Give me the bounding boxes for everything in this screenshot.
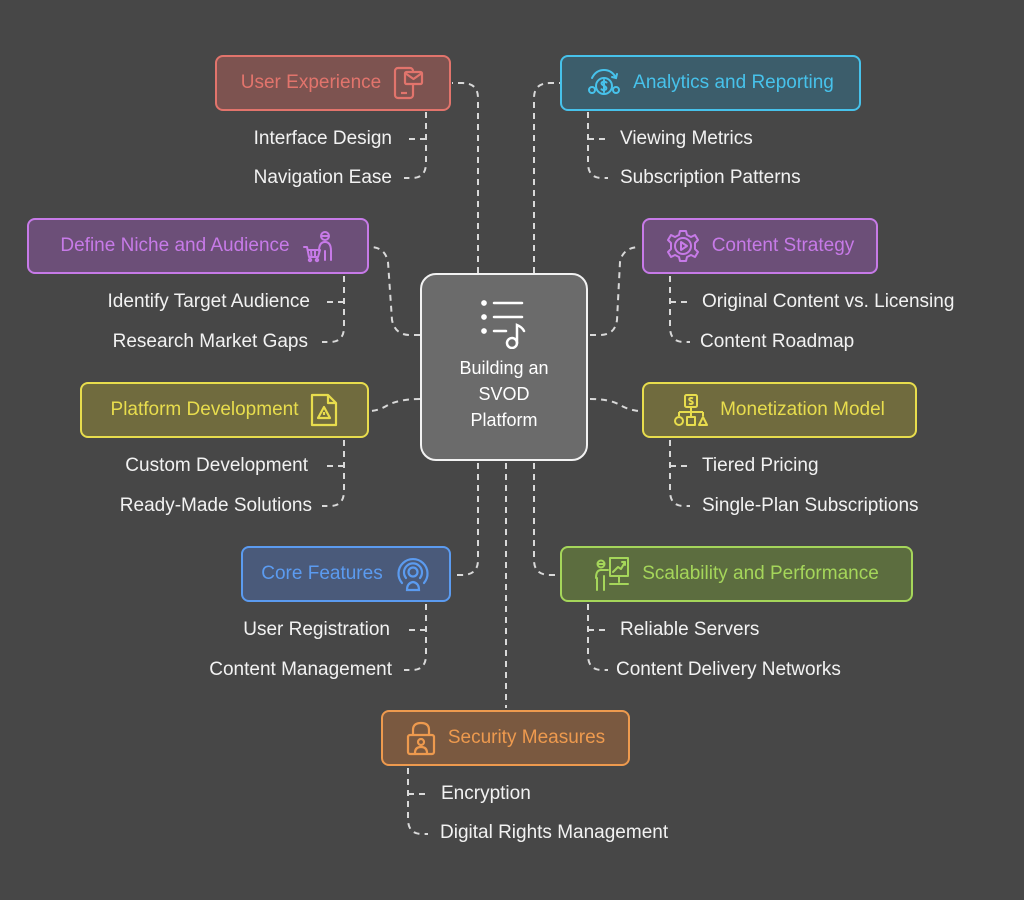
sub-content-delivery-networks: Content Delivery Networks — [616, 659, 841, 680]
connector-scalability — [533, 463, 560, 576]
node-analytics-reporting[interactable]: Analytics and Reporting — [560, 55, 861, 111]
presenter-chart-icon — [595, 557, 630, 591]
sub-navigation-ease: Navigation Ease — [253, 167, 392, 188]
node-security-measures-label: Security Measures — [447, 727, 606, 748]
connector-core-features — [452, 463, 479, 576]
shopper-icon — [302, 231, 332, 263]
bracket-user-experience — [404, 112, 427, 179]
bracket-core-features — [404, 604, 427, 671]
bracket-content-strategy — [669, 276, 690, 343]
list-music-icon — [481, 300, 526, 349]
central-topic: Building an SVOD Platform — [420, 273, 588, 461]
connector-niche — [369, 246, 420, 336]
node-core-features-label: Core Features — [261, 563, 383, 584]
node-monetization-model[interactable]: Monetization Model — [642, 382, 917, 438]
node-security-measures[interactable]: Security Measures — [381, 710, 630, 766]
node-scalability-performance-label: Scalability and Performance — [642, 563, 879, 584]
node-define-niche-audience-label: Define Niche and Audience — [60, 235, 290, 256]
broadcast-icon — [397, 558, 429, 592]
sub-subscription-patterns: Subscription Patterns — [620, 167, 801, 188]
bracket-analytics — [587, 112, 608, 179]
node-monetization-model-label: Monetization Model — [720, 399, 885, 420]
sub-encryption: Encryption — [441, 783, 531, 804]
lock-user-icon — [406, 721, 435, 756]
sub-identify-target-audience: Identify Target Audience — [107, 291, 310, 312]
bracket-monetization — [669, 440, 690, 507]
bracket-niche — [322, 276, 345, 343]
money-cycle-icon — [588, 68, 621, 95]
document-triangle-icon — [311, 393, 338, 427]
node-define-niche-audience[interactable]: Define Niche and Audience — [27, 218, 369, 274]
node-platform-development-label: Platform Development — [110, 399, 299, 420]
sub-interface-design: Interface Design — [253, 128, 392, 149]
sub-digital-rights-management: Digital Rights Management — [440, 822, 669, 843]
node-user-experience-label: User Experience — [240, 72, 382, 93]
node-platform-development[interactable]: Platform Development — [80, 382, 369, 438]
bracket-platform-development — [322, 440, 345, 507]
central-topic-title: Building an SVOD Platform — [459, 358, 549, 430]
dollar-hierarchy-icon — [674, 394, 709, 426]
sub-viewing-metrics: Viewing Metrics — [620, 128, 753, 149]
node-core-features[interactable]: Core Features — [241, 546, 451, 602]
sub-custom-development: Custom Development — [125, 455, 308, 476]
connector-monetization — [589, 398, 643, 412]
sub-reliable-servers: Reliable Servers — [620, 619, 760, 640]
node-scalability-performance[interactable]: Scalability and Performance — [560, 546, 913, 602]
bracket-scalability — [587, 604, 608, 671]
sub-ready-made-solutions: Ready-Made Solutions — [119, 495, 312, 516]
node-user-experience[interactable]: User Experience — [215, 55, 451, 111]
node-content-strategy-label: Content Strategy — [711, 235, 855, 256]
sub-research-market-gaps: Research Market Gaps — [112, 331, 308, 352]
gear-play-icon — [666, 230, 699, 262]
connector-content-strategy — [590, 246, 641, 336]
sub-content-management: Content Management — [209, 659, 392, 680]
connector-platform-development — [369, 398, 421, 412]
sub-original-content-licensing: Original Content vs. Licensing — [702, 291, 955, 312]
node-analytics-reporting-label: Analytics and Reporting — [633, 72, 834, 93]
connector-user-experience — [452, 82, 479, 273]
sub-content-roadmap: Content Roadmap — [700, 331, 855, 352]
mobile-mail-icon — [394, 66, 424, 100]
sub-single-plan-subscriptions: Single-Plan Subscriptions — [702, 495, 919, 516]
sub-user-registration: User Registration — [243, 619, 390, 640]
connector-analytics — [533, 82, 560, 273]
sub-tiered-pricing: Tiered Pricing — [702, 455, 819, 476]
node-content-strategy[interactable]: Content Strategy — [642, 218, 878, 274]
bracket-security — [407, 768, 428, 835]
